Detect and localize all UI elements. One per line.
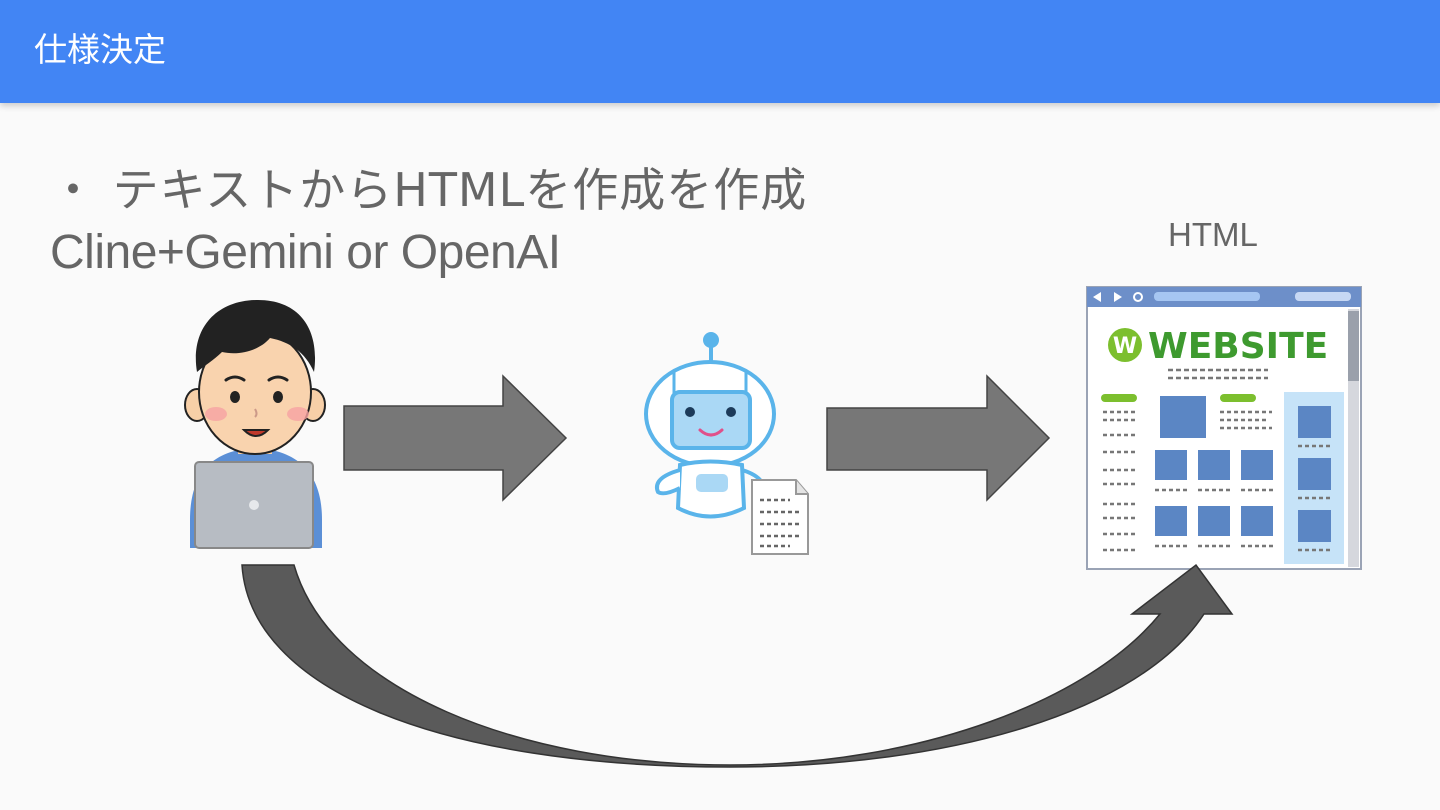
html-label: HTML (1168, 216, 1258, 253)
curved-arrow (241, 563, 1234, 768)
website-window-icon: W WEBSITE (1086, 286, 1362, 570)
website-title-text: WEBSITE (1148, 326, 1328, 367)
header-bar: 仕様決定 (0, 0, 1440, 103)
bullet-text: ・ テキストからHTMLを作成を作成 (50, 163, 808, 217)
subtitle-text: Cline+Gemini or OpenAI (50, 226, 561, 279)
robot-with-document-icon (644, 332, 809, 555)
arrow-right-2 (826, 374, 1051, 502)
header-title: 仕様決定 (34, 30, 166, 69)
arrow-right-1 (343, 374, 568, 502)
website-logo-letter: W (1113, 334, 1137, 359)
person-with-laptop-icon (184, 300, 326, 549)
